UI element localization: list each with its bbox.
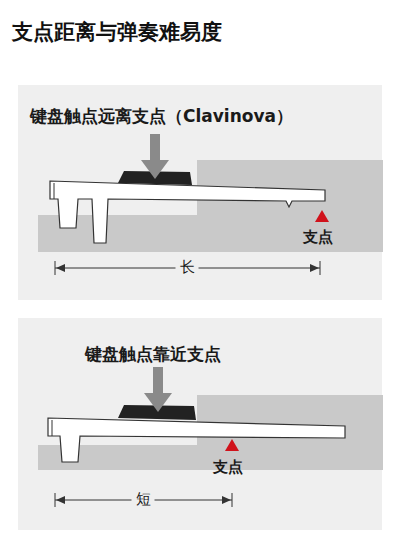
panel-ground: [18, 318, 382, 530]
dimension-label: 长: [176, 258, 199, 276]
panel-band: 键盘触点远离支点（Clavinova）: [18, 85, 382, 300]
title: 支点距离与弹奏难易度: [12, 18, 222, 46]
dimension-label: 短: [132, 490, 155, 508]
short-key-figure: [38, 367, 383, 507]
fulcrum-label: 支点: [303, 228, 333, 246]
panel-heading: 键盘触点远离支点（Clavinova）: [30, 105, 293, 128]
long-key-figure: [38, 134, 383, 275]
fulcrum-label: 支点: [213, 458, 243, 476]
panel-band: 键盘触点靠近支点: [18, 318, 382, 530]
panel-heading: 键盘触点靠近支点: [85, 343, 221, 366]
panel-ground: [18, 85, 382, 300]
